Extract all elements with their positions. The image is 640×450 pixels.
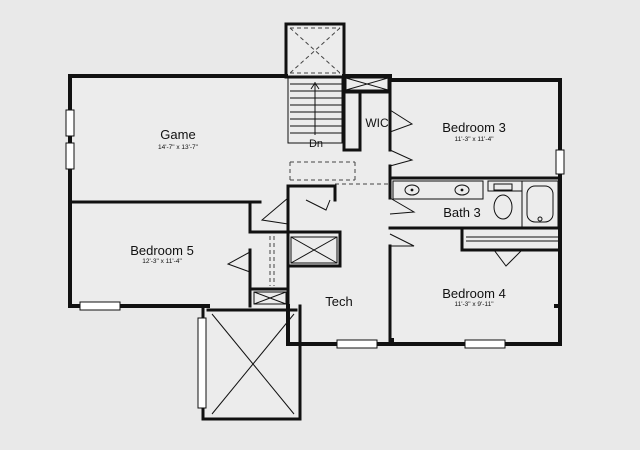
game-room-dims: 14'-7" x 13'-7" [158, 144, 199, 151]
tech-room-name: Tech [325, 294, 352, 309]
bedroom4-room-name: Bedroom 4 [442, 286, 506, 301]
bedroom4-room-dims: 11'-3" x 9'-11" [454, 301, 494, 308]
bath3-room-name: Bath 3 [443, 205, 481, 220]
wic-room-name: WIC [365, 116, 389, 130]
doors [226, 109, 523, 273]
closets [253, 77, 389, 305]
interior-walls [68, 74, 562, 346]
lower-balcony [211, 313, 295, 415]
room-labels: Game 14'-7" x 13'-7" Dn WIC Bedroom 3 11… [130, 116, 506, 309]
bedroom3-room-name: Bedroom 3 [442, 120, 506, 135]
windows [65, 109, 565, 409]
staircase [287, 76, 390, 185]
bedroom5-room-dims: 12'-3" x 11'-4" [142, 258, 182, 265]
bedroom5-room-name: Bedroom 5 [130, 243, 194, 258]
game-room-name: Game [160, 127, 195, 142]
bath-fixtures [392, 180, 559, 242]
stairs-label: Dn [309, 138, 323, 150]
bedroom3-room-dims: 11'-3" x 11'-4" [454, 136, 494, 143]
